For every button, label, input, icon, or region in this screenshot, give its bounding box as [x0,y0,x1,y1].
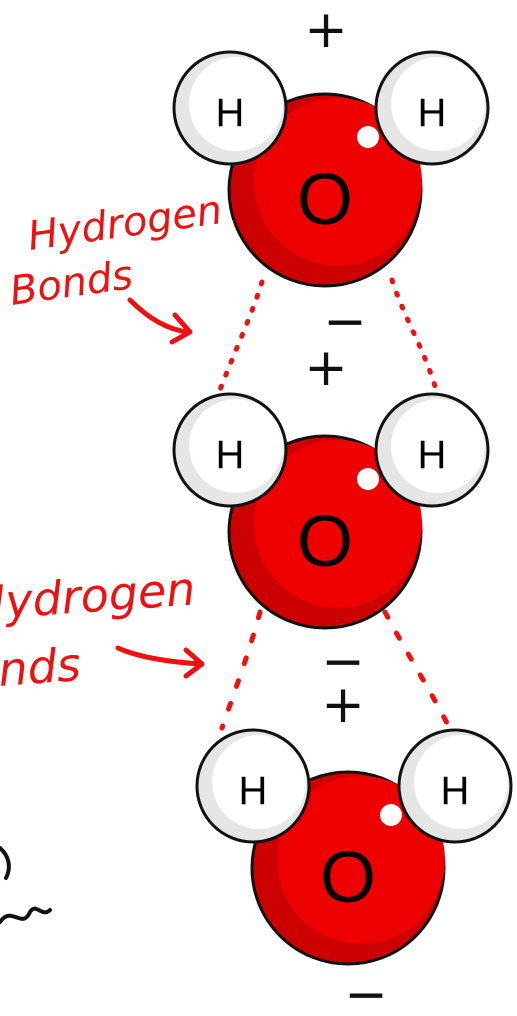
arrow-icon [115,645,205,679]
arrow-icon [127,297,193,345]
hydrogen-atom-right: H [397,728,513,844]
annotation-line1: Hydrogen [25,187,225,260]
hydrogen-bond-line [215,279,265,398]
oxygen-label: O [297,502,353,582]
hydrogen-atom-left: H [172,50,288,166]
negative-charge: − [321,632,365,692]
oxygen-label: O [320,838,376,918]
hydrogen-bond-line [382,609,451,728]
hydrogen-bond-line [389,277,440,396]
water-molecule: + O H H − [195,675,513,1016]
oxygen-atom: O [250,770,446,966]
handwriting-scribble [0,846,52,924]
positive-charge: + [321,675,365,735]
hydrogen-bond-line [219,609,263,731]
hydrogen-atom-left: H [172,392,288,508]
positive-charge: + [304,338,348,398]
hydrogen-label: H [418,91,447,135]
hydrogen-atom-left: H [195,728,311,844]
water-molecule: + O H H − [172,0,490,352]
hydrogen-atom-right: H [374,50,490,166]
hydrogen-bond-lines [215,277,451,731]
oxygen-label: O [297,160,353,240]
hydrogen-bonds-annotation: Hydrogen Bonds [0,561,205,701]
hydrogen-label: H [239,769,268,813]
hydrogen-label: H [418,433,447,477]
negative-charge: − [344,965,388,1016]
hydrogen-label: H [216,91,245,135]
hydrogen-label: H [441,769,470,813]
hydrogen-atom-right: H [374,392,490,508]
annotation-line1: Hydrogen [0,561,197,631]
oxygen-atom: O [227,434,423,630]
hydrogen-label: H [216,433,245,477]
hydrogen-bonds-annotation: Hydrogen Bonds [7,187,225,345]
water-molecule: + O H H − [172,338,490,692]
positive-charge: + [304,0,348,60]
annotation-line2: Bonds [0,637,82,701]
annotation-line2: Bonds [7,252,136,315]
negative-charge: − [323,292,367,352]
oxygen-atom: O [227,92,423,288]
